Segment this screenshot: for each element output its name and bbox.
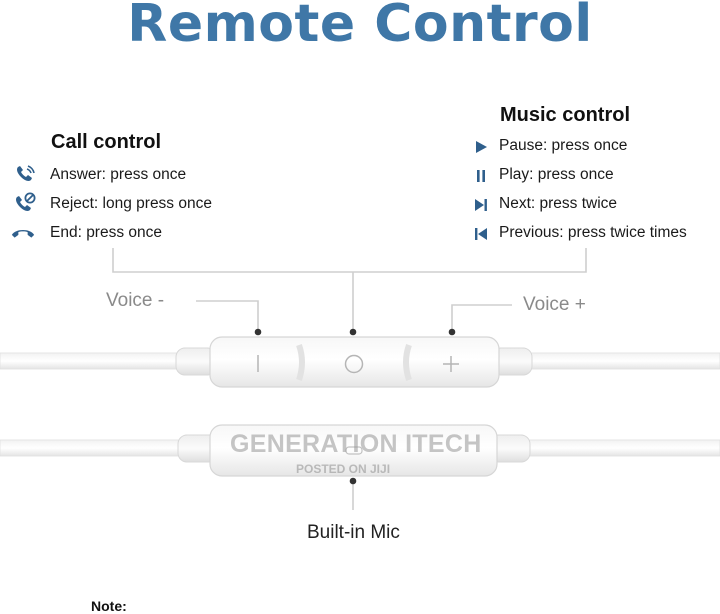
phone-reject-icon [12,192,38,214]
music-item-next: Next: press twice [499,195,618,212]
voice-plus-label: Voice + [523,294,586,315]
voice-minus-label: Voice - [106,290,165,311]
call-control-heading: Call control [51,131,162,153]
page-title: Remote Control [127,0,593,54]
phone-answer-icon [12,163,38,185]
remote-control-unit [0,336,720,388]
next-track-icon [468,194,494,216]
volume-up-button [443,356,459,372]
mic-marker [349,477,357,485]
watermark-posted: POSTED ON JIJI [296,462,391,476]
remote-back-unit [0,424,720,477]
call-item-end: End: press once [50,224,163,241]
voice-minus-marker [254,328,262,336]
music-item-pause: Pause: press once [499,137,628,154]
play-icon [468,136,494,158]
music-item-previous: Previous: press twice times [499,224,687,241]
built-in-mic-label: Built-in Mic [307,522,400,543]
watermark-brand: GENERATION ITECH [230,430,482,458]
connector-lines [112,248,587,510]
center-button [344,354,364,374]
center-button-marker [349,328,357,336]
music-item-play: Play: press once [499,166,614,183]
music-control-heading: Music control [500,104,631,126]
call-item-answer: Answer: press once [50,166,187,183]
call-item-reject: Reject: long press once [50,195,212,212]
phone-hangup-icon [10,222,36,244]
voice-plus-marker [448,328,456,336]
note-label: Note: [91,598,127,614]
pause-icon [468,165,494,187]
mic-hole [345,446,363,455]
previous-track-icon [468,223,494,245]
